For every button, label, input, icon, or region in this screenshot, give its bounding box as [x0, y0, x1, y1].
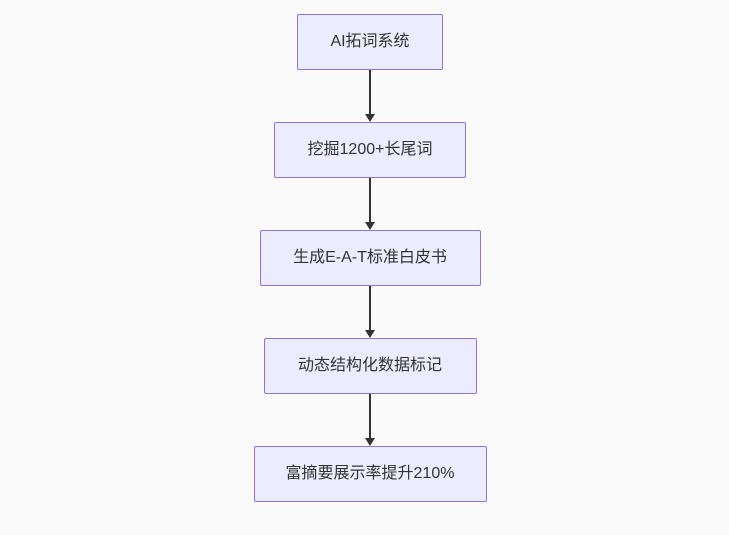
- node-label: AI拓词系统: [330, 33, 410, 50]
- arrow-line: [369, 286, 371, 330]
- arrow-line: [369, 70, 371, 114]
- flow-arrow: [365, 286, 375, 338]
- arrow-head-icon: [365, 222, 375, 230]
- flow-arrow: [365, 394, 375, 446]
- node-label: 挖掘1200+长尾词: [307, 141, 433, 158]
- node-label: 生成E-A-T标准白皮书: [293, 249, 447, 266]
- node-label: 动态结构化数据标记: [297, 357, 442, 374]
- flow-node-ai-word-expansion: AI拓词系统: [297, 14, 443, 70]
- arrow-line: [369, 394, 371, 438]
- flowchart: AI拓词系统 挖掘1200+长尾词 生成E-A-T标准白皮书 动态结构化数据标记…: [11, 0, 729, 502]
- flow-node-structured-data-markup: 动态结构化数据标记: [263, 338, 477, 394]
- flow-node-eat-whitepaper: 生成E-A-T标准白皮书: [259, 230, 481, 286]
- arrow-head-icon: [365, 114, 375, 122]
- node-label: 富摘要展示率提升210%: [285, 465, 455, 482]
- flow-arrow: [365, 178, 375, 230]
- arrow-head-icon: [365, 438, 375, 446]
- arrow-line: [369, 178, 371, 222]
- flow-arrow: [365, 70, 375, 122]
- arrow-head-icon: [365, 330, 375, 338]
- flow-node-longtail-mining: 挖掘1200+长尾词: [274, 122, 466, 178]
- flow-node-rich-snippet-result: 富摘要展示率提升210%: [253, 446, 487, 502]
